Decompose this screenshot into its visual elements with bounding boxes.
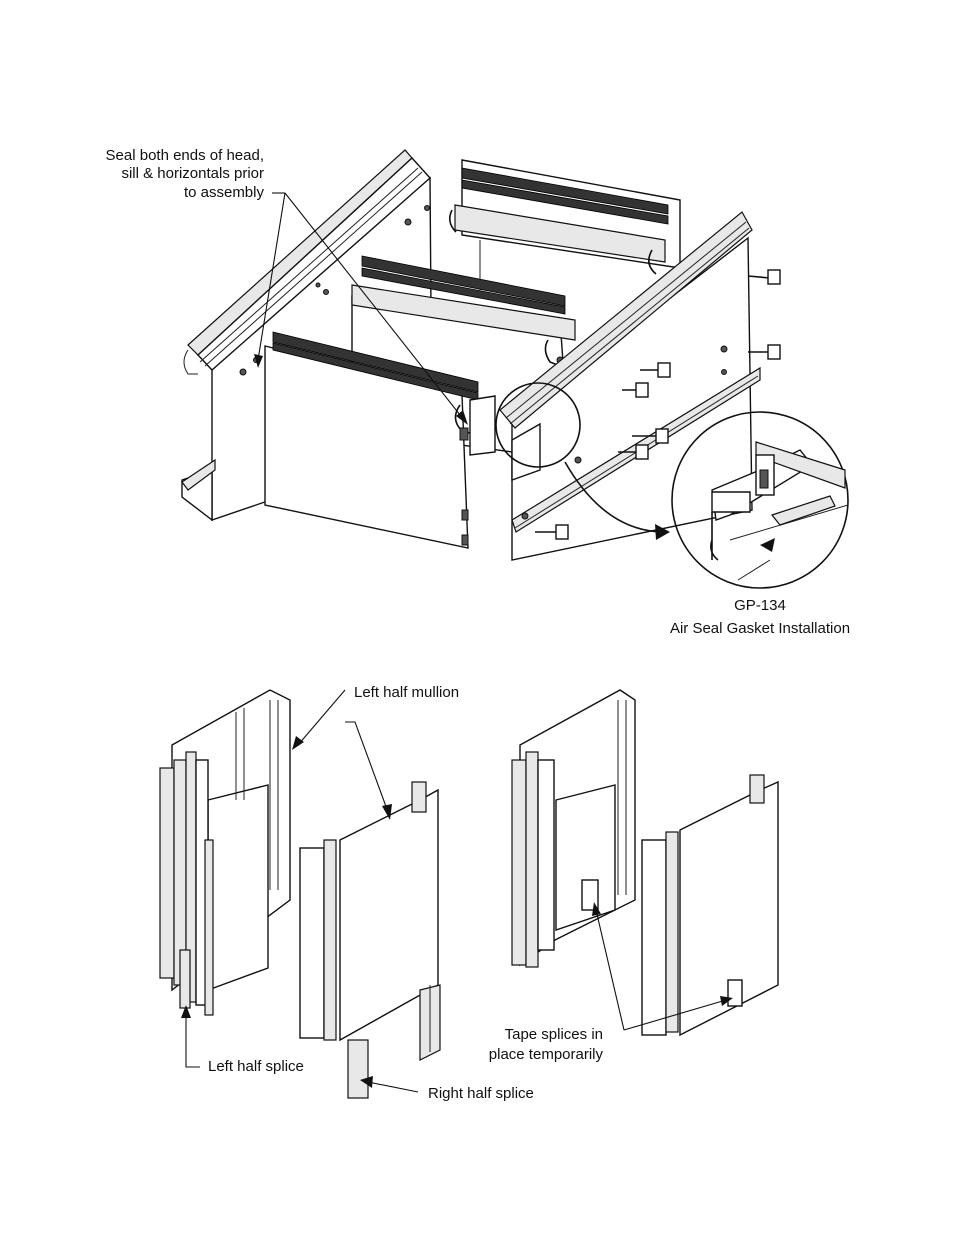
left-half-splice-label: Left half splice <box>208 1058 304 1075</box>
left-half-mullion-taped <box>512 690 635 967</box>
head-horizontal-member <box>450 160 680 290</box>
left-half-mullion-leader <box>298 690 345 745</box>
seal-note-line-2: sill & horizontals prior <box>121 165 264 182</box>
right-half-mullion-taped <box>642 775 778 1035</box>
seal-note-line-3: to assembly <box>184 184 265 201</box>
right-half-mullion <box>300 782 440 1098</box>
tape-note-line-1: Tape splices in <box>505 1026 603 1043</box>
bolt <box>748 270 780 284</box>
left-half-splice-leader <box>186 1012 200 1067</box>
splice-tape <box>728 980 742 1006</box>
seal-note-line-1: Seal both ends of head, <box>106 147 264 164</box>
left-half-mullion-label: Left half mullion <box>354 684 459 701</box>
left-half-mullion <box>160 690 290 1015</box>
gasket-code: GP-134 <box>734 597 786 614</box>
bolt <box>748 345 780 359</box>
right-half-mullion-leader <box>345 722 388 812</box>
mullion-halves-assembly <box>160 690 440 1098</box>
tape-leader <box>596 910 624 1030</box>
tape-note-line-2: place temporarily <box>489 1046 604 1063</box>
gasket-caption: Air Seal Gasket Installation <box>670 620 850 637</box>
taped-splices-assembly <box>512 690 778 1035</box>
right-half-splice-leader <box>368 1082 418 1092</box>
top-assembly <box>182 150 848 588</box>
right-half-splice-label: Right half splice <box>428 1085 534 1102</box>
